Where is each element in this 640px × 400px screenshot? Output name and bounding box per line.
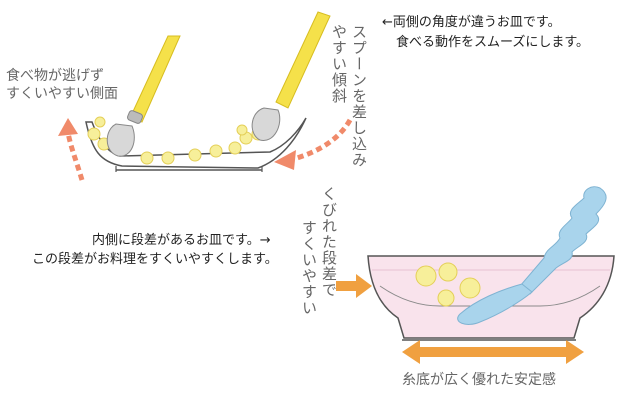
left-label-line2: すくいやすい側面 (6, 86, 118, 102)
food-ball (87, 127, 101, 141)
blue-spoon (457, 186, 607, 325)
left-spoon (106, 35, 181, 157)
right-label-col2: やすい傾斜 (330, 24, 348, 104)
left-label-line1: 食べ物が逃げず (6, 68, 104, 84)
top-note-line1: ←両側の角度が違うお皿です。 (382, 15, 561, 30)
food-ball (438, 262, 458, 282)
right-arrowhead (274, 150, 296, 170)
side-arrow (336, 274, 372, 298)
left-dashed-arrow (65, 131, 85, 181)
base-double-arrow (402, 340, 584, 364)
food-ball (161, 151, 175, 165)
right-label-col1: スプーンを差し込み (350, 24, 368, 168)
right-spoon (251, 11, 331, 141)
side-label-col1: くびれた段差で (320, 186, 338, 298)
bottom-note-line1: 内側に段差があるお皿です。→ (92, 233, 271, 248)
bottom-note-line2: この段差がお料理をすくいやすくします。 (32, 252, 278, 267)
food-ball (188, 148, 202, 162)
food-ball (209, 144, 223, 158)
food-ball (415, 265, 437, 287)
left-arrowhead (58, 118, 78, 136)
food-ball (437, 289, 455, 307)
right-dashed-arrow (289, 118, 353, 163)
side-label-col2: すくいやすい (300, 220, 318, 316)
base-label: 糸底が広く優れた安定感 (402, 372, 556, 388)
food-ball (228, 141, 242, 155)
food-balls-bottom (415, 262, 481, 307)
top-note-line2: 食べる動作をスムーズにします。 (396, 35, 590, 50)
food-ball (140, 151, 154, 165)
food-ball (94, 116, 106, 128)
food-ball (236, 124, 248, 136)
food-ball (459, 277, 481, 299)
